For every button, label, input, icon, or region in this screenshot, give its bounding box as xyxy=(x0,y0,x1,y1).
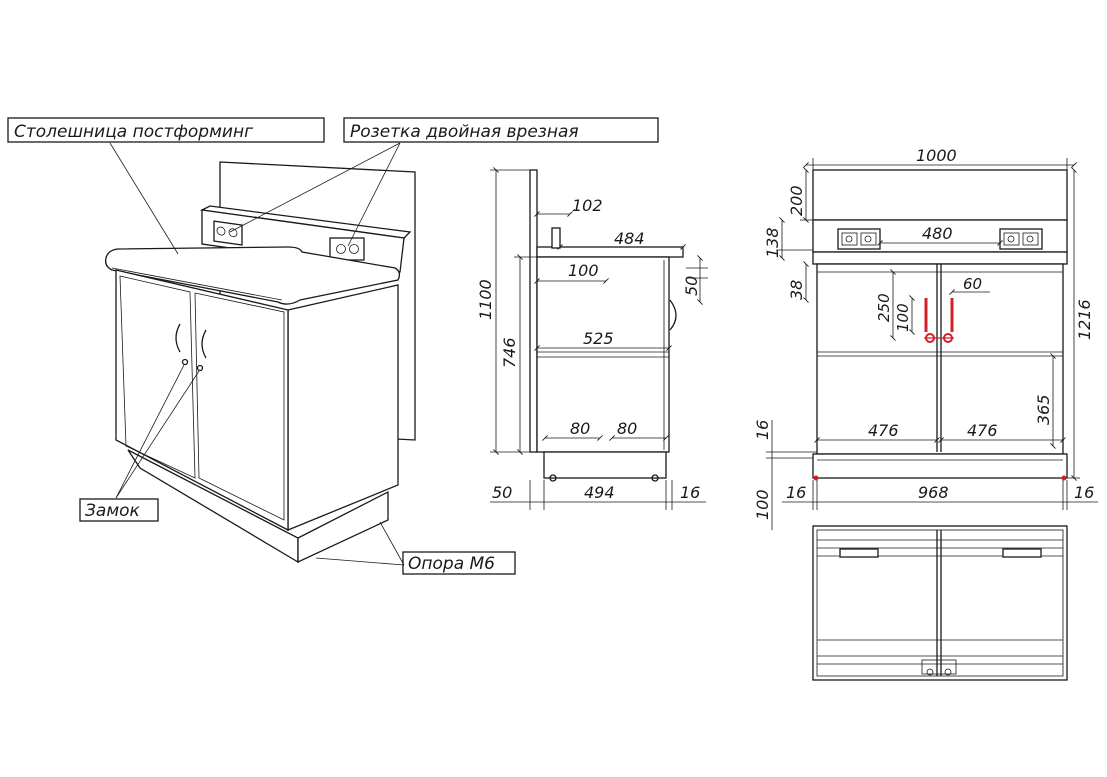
leader-lock-1 xyxy=(115,364,185,499)
label-support: Опора М6 xyxy=(408,554,495,574)
label-lock: Замок xyxy=(85,501,141,521)
leader-socket-1 xyxy=(229,142,401,233)
dim-text-16-vertical: 16 xyxy=(753,420,772,440)
side-handle xyxy=(669,299,677,331)
dim-text-365: 365 xyxy=(1034,394,1053,425)
dim-text-100-front: 100 xyxy=(894,303,912,332)
front-back-panel xyxy=(812,169,1068,221)
dim-text-16-left: 16 xyxy=(786,483,806,502)
body-front xyxy=(115,269,289,532)
dim-text-80-left: 80 xyxy=(570,419,590,438)
leader-support-1 xyxy=(315,557,405,566)
front-plinth xyxy=(812,453,1068,479)
dim-text-50-side: 50 xyxy=(682,276,701,296)
dim-text-100-side: 100 xyxy=(568,261,599,280)
side-plinth xyxy=(543,451,667,479)
socket-right-iso xyxy=(329,237,365,261)
label-socket: Розетка двойная врезная xyxy=(350,122,579,142)
leader-countertop xyxy=(109,142,179,255)
front-socket-left xyxy=(837,228,881,250)
top-socket-right xyxy=(1002,548,1042,558)
lock-right xyxy=(196,364,204,372)
dim-text-50-bottom: 50 xyxy=(492,483,512,502)
dim-text-138: 138 xyxy=(763,227,782,258)
dim-text-250: 250 xyxy=(875,293,893,322)
dim-text-746: 746 xyxy=(500,337,519,368)
isometric-view: Столешница постформинг Розетка двойная в… xyxy=(7,117,659,575)
front-socket-right xyxy=(999,228,1043,250)
dim-text-100-plinth: 100 xyxy=(753,489,772,520)
door-right xyxy=(194,292,285,521)
body-side xyxy=(287,284,399,531)
plinth-side xyxy=(297,490,389,564)
dim-text-476-left: 476 xyxy=(868,421,899,440)
dim-text-525: 525 xyxy=(583,329,614,348)
dim-text-484: 484 xyxy=(614,229,645,248)
dim-text-480: 480 xyxy=(922,224,953,243)
side-view: 1100 746 102 484 100 50 525 80 80 50 494… xyxy=(476,167,708,510)
dim-text-16-side: 16 xyxy=(680,483,700,502)
front-countertop xyxy=(812,251,1068,265)
side-body xyxy=(536,256,670,453)
handle-left-iso xyxy=(175,323,181,353)
dim-text-16-right: 16 xyxy=(1074,483,1094,502)
top-socket-left xyxy=(839,548,879,558)
leader-socket-2 xyxy=(347,142,401,247)
label-box-support xyxy=(402,551,516,575)
side-back-panel xyxy=(529,169,538,453)
dim-text-80-right: 80 xyxy=(617,419,637,438)
dim-text-494: 494 xyxy=(584,483,615,502)
leader-lock-2 xyxy=(115,370,200,499)
label-box-countertop xyxy=(7,117,325,143)
dim-text-102: 102 xyxy=(572,196,603,215)
label-box-lock xyxy=(79,498,159,522)
handle-right-iso xyxy=(201,329,207,359)
dim-text-38: 38 xyxy=(787,280,806,300)
front-body xyxy=(816,263,1064,455)
dim-text-1100: 1100 xyxy=(476,279,495,320)
front-view: 1000 200 138 480 38 60 250 100 1216 365 … xyxy=(753,146,1098,530)
socket-left-iso xyxy=(213,220,243,246)
top-lock-block xyxy=(921,659,957,675)
dim-text-1216: 1216 xyxy=(1075,299,1094,340)
label-box-socket xyxy=(343,117,659,143)
countertop xyxy=(104,246,401,305)
dim-text-968: 968 xyxy=(918,483,949,502)
label-countertop: Столешница постформинг xyxy=(14,122,253,142)
top-view xyxy=(812,525,1068,681)
door-left xyxy=(119,275,196,479)
lock-left xyxy=(181,358,189,366)
countertop-edge xyxy=(111,267,283,301)
dim-text-1000: 1000 xyxy=(916,146,957,165)
dim-text-200: 200 xyxy=(787,185,806,216)
side-socket xyxy=(551,227,561,249)
leader-support-2 xyxy=(379,521,405,566)
dim-text-60: 60 xyxy=(963,275,982,293)
dim-text-476-right: 476 xyxy=(967,421,998,440)
